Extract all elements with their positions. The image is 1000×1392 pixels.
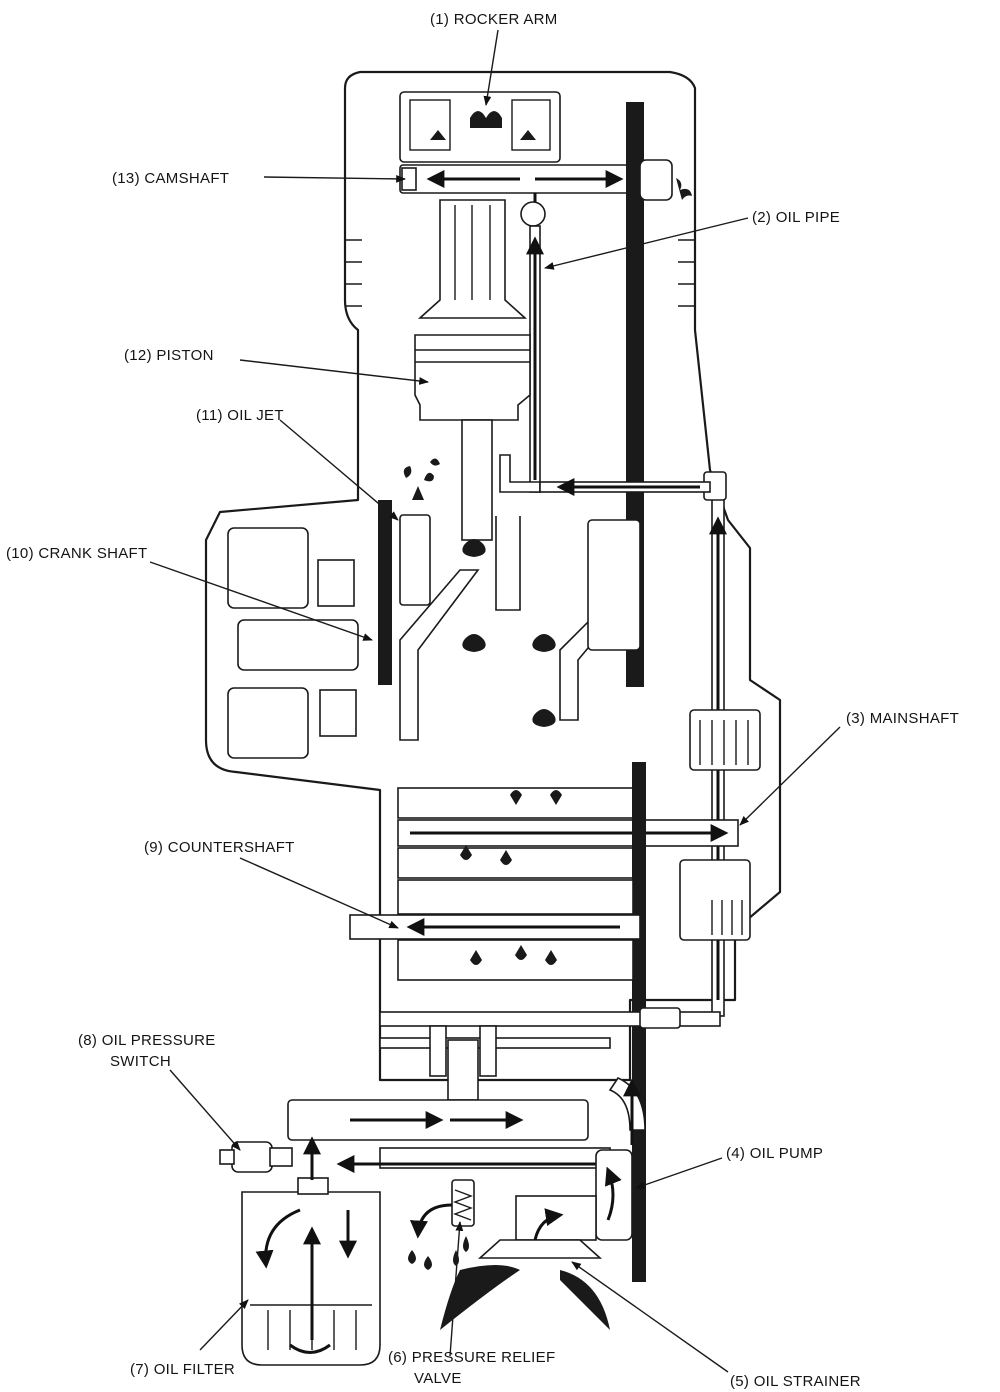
label-pressure-relief-1: (6) PRESSURE RELIEF <box>388 1349 555 1366</box>
piston <box>414 334 531 541</box>
label-piston: (12) PISTON <box>124 347 214 364</box>
label-mainshaft: (3) MAINSHAFT <box>846 710 959 727</box>
oil-filter <box>241 1136 381 1366</box>
label-camshaft: (13) CAMSHAFT <box>112 170 229 187</box>
label-rocker-arm: (1) ROCKER ARM <box>430 11 558 28</box>
oil-strainer <box>440 1208 610 1330</box>
crankshaft-assembly <box>227 500 641 759</box>
oil-jet <box>399 458 440 606</box>
oil-pump <box>515 1149 633 1241</box>
engine-housing-outline <box>204 70 782 1082</box>
label-oil-pump: (4) OIL PUMP <box>726 1145 823 1162</box>
label-oil-strainer: (5) OIL STRAINER <box>730 1373 861 1390</box>
label-oil-pressure-switch-2: SWITCH <box>110 1053 171 1070</box>
leader-lines <box>149 29 841 1373</box>
callout-labels: (1) ROCKER ARM (13) CAMSHAFT (2) OIL PIP… <box>6 11 959 1390</box>
label-oil-pipe: (2) OIL PIPE <box>752 209 840 226</box>
label-crank-shaft: (10) CRANK SHAFT <box>6 545 147 562</box>
pressure-relief-valve <box>408 1179 475 1270</box>
camshaft-housing <box>399 164 631 260</box>
label-countershaft: (9) COUNTERSHAFT <box>144 839 295 856</box>
label-oil-filter: (7) OIL FILTER <box>130 1361 235 1378</box>
label-pressure-relief-2: VALVE <box>414 1370 462 1387</box>
oil-pressure-switch <box>219 1141 293 1173</box>
label-oil-pressure-switch-1: (8) OIL PRESSURE <box>78 1032 216 1049</box>
valves <box>417 199 546 319</box>
label-oil-jet: (11) OIL JET <box>196 407 284 424</box>
rocker-box <box>399 91 561 163</box>
lower-oil-gallery <box>287 1007 721 1173</box>
